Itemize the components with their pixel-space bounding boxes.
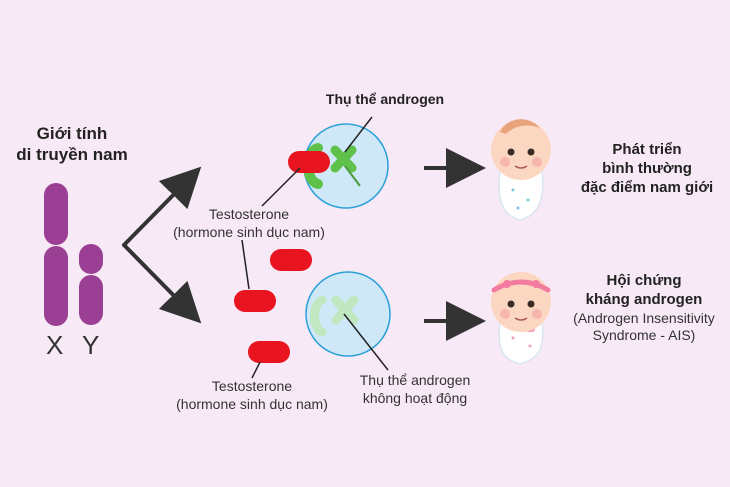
- normal-outcome-line1: Phát triển: [612, 141, 682, 158]
- normal-development-outcome: Phát triển bình thường đặc điểm nam giới: [568, 141, 726, 197]
- ais-outcome-line1: Hội chứng: [606, 272, 682, 289]
- arrow-up: [122, 166, 202, 247]
- androgen-receptor-label: Thụ thể androgen: [325, 91, 445, 107]
- hormone-bound: [288, 151, 330, 173]
- baby-boy-icon: [491, 119, 551, 221]
- normal-outcome-line3: đặc điểm nam giới: [580, 178, 714, 196]
- hormone-free-3: [248, 341, 290, 363]
- ais-outcome-line4: Syndrome - AIS): [592, 327, 696, 343]
- testosterone-label-bottom: Testosterone (hormone sinh dục nam): [152, 378, 352, 413]
- hormone-free-1: [270, 249, 312, 271]
- baby-girl-icon: [491, 272, 551, 365]
- inactive-receptor-label: Thụ thể androgen không hoạt động: [340, 372, 490, 407]
- active-receptor-cell: [303, 123, 389, 209]
- testosterone-label-top: Testosterone (hormone sinh dục nam): [156, 206, 342, 241]
- y-chromosome: [79, 244, 103, 325]
- branch-arrows: [122, 166, 202, 324]
- hormone-free-2: [234, 290, 276, 312]
- testosterone-pointer-bottom: [251, 361, 261, 379]
- ais-outcome-line2: kháng androgen: [585, 290, 703, 308]
- ais-outcome: Hội chứng kháng androgen (Androgen Insen…: [560, 272, 728, 345]
- normal-outcome-line2: bình thường: [602, 159, 692, 177]
- inactive-receptor-line2: không hoạt động: [362, 389, 468, 406]
- inactive-receptor-pointer: [343, 313, 389, 371]
- testosterone-bottom-line1: Testosterone: [211, 378, 293, 394]
- receptor-pointer: [344, 116, 373, 153]
- inactive-receptor-line1: Thụ thể androgen: [359, 372, 471, 388]
- testosterone-top-line1: Testosterone: [208, 206, 290, 222]
- testosterone-bottom-line2: (hormone sinh dục nam): [176, 395, 328, 412]
- testosterone-top-line2: (hormone sinh dục nam): [173, 223, 325, 240]
- genetic-sex-title-line1: Giới tính: [36, 124, 108, 143]
- testosterone-link: [241, 239, 250, 290]
- genetic-sex-title-line2: di truyền nam: [16, 145, 128, 165]
- x-chromosome: [44, 183, 68, 326]
- chromosome-x-label: X: [46, 330, 64, 360]
- chromosome-y-label: Y: [82, 330, 100, 360]
- ais-outcome-line3: (Androgen Insensitivity: [573, 309, 715, 326]
- genetic-sex-title: Giới tính di truyền nam: [12, 123, 132, 166]
- inactive-receptor-cell: [305, 271, 391, 357]
- arrow-down: [122, 243, 202, 324]
- testosterone-pointer-top: [261, 167, 301, 207]
